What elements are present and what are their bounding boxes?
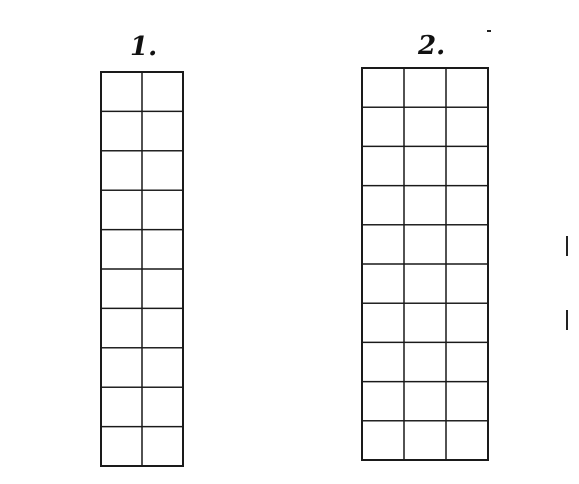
grid-outline — [361, 67, 489, 461]
grid-cell — [445, 184, 489, 226]
grid-cell — [141, 425, 184, 467]
grid-2-label: 2. — [418, 31, 446, 61]
grid-cell — [403, 184, 447, 226]
grid-outline — [100, 71, 184, 467]
grid-cell — [361, 145, 405, 187]
grid-cell — [445, 224, 489, 265]
grid-cell — [361, 420, 405, 461]
grid-cell — [403, 420, 447, 461]
grid-cell — [100, 228, 143, 270]
grid-cell — [445, 67, 489, 108]
grid-cell — [445, 263, 489, 304]
grid-cell — [361, 67, 405, 108]
grid-cell — [100, 307, 143, 349]
grid-cell — [100, 425, 143, 467]
grid-cell — [100, 347, 143, 388]
grid-cell — [403, 263, 447, 304]
grid-cell — [445, 145, 489, 187]
grid-cell — [361, 263, 405, 304]
grid-cell — [403, 106, 447, 148]
grid-cell — [361, 380, 405, 422]
grid-1-label: 1. — [130, 32, 158, 62]
grid-cell — [403, 341, 447, 383]
grid-cell — [361, 341, 405, 383]
scan-mark — [566, 310, 568, 330]
grid-cell — [141, 71, 184, 113]
grid-2 — [361, 67, 489, 461]
grid-cell — [361, 224, 405, 265]
grid-cell — [141, 268, 184, 310]
grid-cell — [361, 302, 405, 344]
scan-mark — [566, 236, 568, 256]
grid-cell — [403, 145, 447, 187]
grid-cell — [100, 268, 143, 310]
grid-cell — [403, 224, 447, 265]
grid-cell — [403, 302, 447, 344]
grid-cell — [361, 106, 405, 148]
grid-cell — [445, 341, 489, 383]
scan-mark — [487, 30, 491, 32]
grid-cell — [403, 380, 447, 422]
grid-cell — [141, 150, 184, 191]
grid-cell — [141, 228, 184, 270]
grid-cell — [100, 110, 143, 152]
grid-cell — [141, 307, 184, 349]
grid-cell — [403, 67, 447, 108]
grid-1 — [100, 71, 184, 467]
grid-cell — [141, 386, 184, 428]
grid-cell — [445, 380, 489, 422]
grid-cell — [100, 71, 143, 113]
grid-cell — [100, 150, 143, 191]
grid-cell — [361, 184, 405, 226]
grid-cell — [100, 189, 143, 231]
grid-cell — [445, 420, 489, 461]
grid-cell — [141, 189, 184, 231]
grid-cell — [445, 106, 489, 148]
grid-cell — [141, 347, 184, 388]
grid-cell — [100, 386, 143, 428]
grid-cell — [445, 302, 489, 344]
grid-cell — [141, 110, 184, 152]
